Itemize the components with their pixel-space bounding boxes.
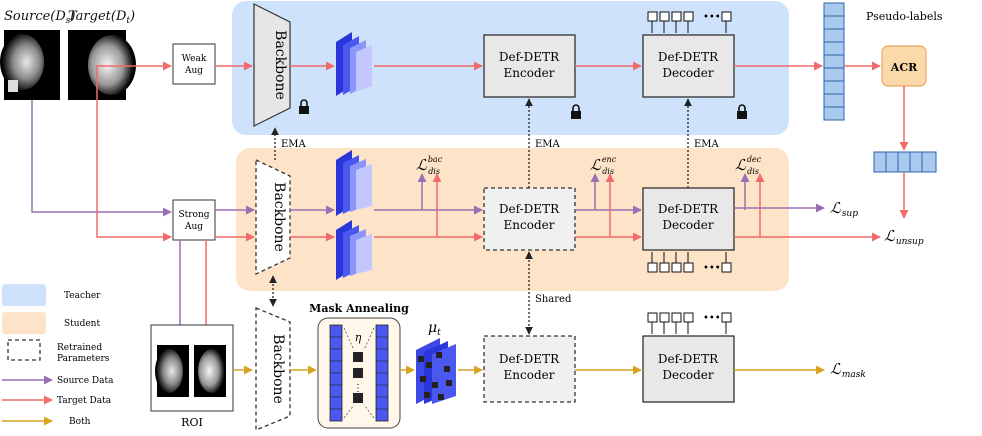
target-to-weak-arrow	[96, 61, 172, 100]
svg-text:•••: •••	[703, 263, 721, 274]
source-image	[0, 30, 60, 100]
student-encoder	[483, 187, 576, 251]
source-label: Source(Ds)	[4, 9, 76, 26]
student-encoder-label-2: Encoder	[504, 218, 555, 232]
strong-aug-box	[172, 199, 216, 241]
mask-decoder-queries: •••	[647, 312, 732, 334]
ema-label-decoder: EMA	[694, 139, 720, 150]
target-label: Target(Dt)	[68, 9, 135, 26]
loss-mask: ℒmask	[830, 360, 866, 380]
masked-feature-maps	[416, 338, 456, 404]
teacher-decoder-queries: •••	[647, 11, 732, 33]
mask-backbone-label: Backbone	[270, 334, 286, 404]
refined-pseudo-labels	[873, 151, 937, 173]
pseudo-labels-label: Pseudo-labels	[866, 10, 943, 23]
teacher-encoder-label-1: Def-DETR	[499, 50, 560, 64]
legend-retrained-label-1: Retrained	[57, 343, 102, 353]
teacher-backbone	[253, 3, 291, 127]
mask-annealing-right-column	[375, 324, 389, 422]
roi-source-image	[155, 345, 189, 397]
teacher-encoder	[483, 34, 576, 98]
mask-decoder-label-1: Def-DETR	[658, 352, 719, 366]
mask-annealing-middle: ⋮	[343, 327, 375, 419]
svg-text:•••: •••	[703, 313, 721, 324]
strong-aug-label-1: Strong	[178, 210, 209, 220]
teacher-encoder-label-2: Encoder	[504, 66, 555, 80]
ema-label-backbone: EMA	[281, 139, 307, 150]
pseudo-labels-column	[823, 2, 845, 121]
legend: Teacher Student Retrained Parameters Sou…	[2, 284, 114, 427]
weak-aug-label-2: Aug	[184, 66, 203, 76]
loss-sup: ℒsup	[830, 199, 858, 219]
mask-annealing-left-column	[329, 324, 343, 422]
mask-decoder-label-2: Decoder	[662, 368, 713, 382]
roi-label: ROI	[181, 416, 203, 429]
target-to-strong-arrow	[96, 100, 172, 242]
weak-aug-box	[172, 43, 216, 85]
teacher-feature-maps	[336, 32, 372, 96]
mask-encoder	[483, 335, 576, 403]
source-to-strong-arrow	[31, 100, 172, 217]
student-decoder-label-2: Decoder	[662, 218, 713, 232]
strong-aug-label-2: Aug	[184, 222, 203, 232]
legend-teacher-label: Teacher	[64, 291, 101, 301]
teacher-decoder-label-1: Def-DETR	[658, 50, 719, 64]
legend-target-label: Target Data	[57, 396, 112, 406]
teacher-encoder-lock-icon	[571, 104, 581, 119]
student-feature-maps-target	[336, 220, 372, 280]
student-decoder-queries: •••	[647, 252, 732, 274]
ema-label-encoder: EMA	[535, 139, 561, 150]
legend-student-swatch	[2, 312, 46, 334]
teacher-decoder-lock-icon	[737, 104, 747, 119]
teacher-backbone-label: Backbone	[272, 30, 288, 100]
target-image	[68, 30, 136, 100]
svg-text:⋮: ⋮	[353, 383, 363, 394]
student-backbone	[255, 158, 291, 276]
eta-label: η	[355, 331, 362, 344]
student-decoder-label-1: Def-DETR	[658, 202, 719, 216]
weak-aug-label-1: Weak	[182, 54, 207, 64]
student-feature-maps-source	[336, 150, 372, 216]
legend-retrained-swatch	[7, 339, 41, 361]
teacher-backbone-lock-icon	[299, 99, 309, 114]
mu-label: μt	[428, 320, 441, 338]
mask-backbone	[255, 307, 291, 431]
legend-source-label: Source Data	[57, 376, 114, 386]
legend-teacher-swatch	[2, 284, 46, 306]
loss-unsup: ℒunsup	[884, 227, 924, 247]
student-decoder	[642, 187, 735, 251]
legend-retrained-label-2: Parameters	[57, 354, 110, 364]
legend-student-label: Student	[64, 319, 100, 329]
student-backbone-label: Backbone	[271, 182, 287, 252]
student-encoder-label-1: Def-DETR	[499, 202, 560, 216]
acr-label: ACR	[890, 61, 918, 74]
shared-label: Shared	[535, 294, 572, 305]
legend-both-label: Both	[69, 417, 91, 427]
teacher-decoder-label-2: Decoder	[662, 66, 713, 80]
mask-decoder	[642, 335, 735, 403]
mask-annealing-title: Mask Annealing	[309, 302, 409, 315]
mask-encoder-label-2: Encoder	[504, 368, 555, 382]
teacher-decoder	[642, 34, 735, 98]
mask-encoder-label-1: Def-DETR	[499, 352, 560, 366]
roi-target-image	[194, 345, 226, 397]
svg-text:•••: •••	[703, 12, 721, 23]
